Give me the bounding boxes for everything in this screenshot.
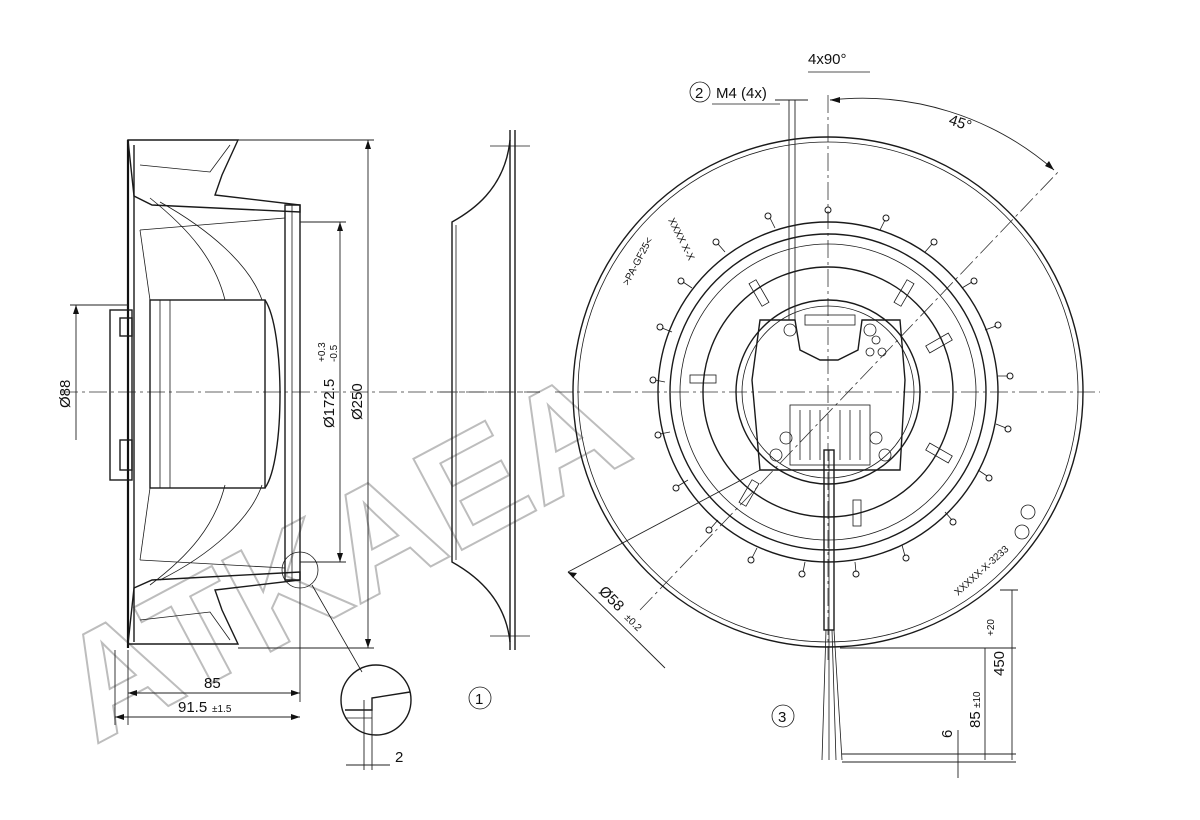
side-motor-body	[149, 299, 266, 489]
thread-callout: M4 (4x)	[716, 85, 767, 102]
dim-arc-45	[829, 97, 1055, 171]
side-blade-curve-2	[159, 201, 263, 301]
dim-w85: 85	[204, 675, 221, 692]
front-motor-circle	[735, 299, 921, 485]
dim-cable-85-tol: ±10	[972, 691, 983, 708]
dim-d250: Ø250	[349, 383, 366, 420]
dim-cable-450-tol: +20	[986, 619, 997, 636]
callout-2: 2	[695, 85, 703, 102]
dim-d172-tol-lower: -0.5	[329, 344, 340, 362]
dim-detail-2: 2	[395, 749, 403, 766]
front-blade-pins	[654, 212, 1008, 573]
detail-view	[340, 664, 412, 736]
side-blade-curve-3	[149, 484, 226, 586]
detail-marker	[281, 551, 319, 589]
front-view: XXXX X-X >PA-GF25< XXXXX-X-3233 2 M4 (4x…	[555, 51, 1100, 778]
callout-3: 3	[778, 709, 786, 726]
side-impeller-bottom-line	[139, 611, 231, 641]
dim-w91: 91.5	[178, 699, 207, 716]
front-inlet-circle	[702, 266, 954, 518]
dim-cable-6: 6	[939, 730, 956, 738]
side-blade-curve-1	[149, 197, 226, 301]
front-terminal-block	[751, 314, 906, 471]
dim-d172: Ø172.5	[321, 379, 338, 428]
dim-angle-4x90: 4x90°	[808, 51, 847, 68]
callout-1-circle	[468, 686, 492, 710]
side-blade-curve-4	[159, 484, 263, 581]
side-impeller-top-line	[139, 144, 231, 173]
side-motor-dome	[264, 299, 281, 489]
cert-mark-2	[1014, 524, 1030, 540]
side-view: Ø88 Ø172.5 +0.3 -0.5 Ø250 85 91.5 ±1.5	[57, 139, 540, 770]
dim-d88: Ø88	[57, 380, 74, 408]
cert-mark-1	[1020, 504, 1036, 520]
front-outer-disc	[572, 136, 1084, 648]
callout-1: 1	[475, 691, 483, 708]
dim-cable-85: 85	[967, 711, 984, 728]
front-blade-ring-inner	[669, 233, 987, 551]
dim-angle-45: 45°	[947, 112, 974, 135]
dim-d58-tol: ±0.2	[622, 612, 644, 634]
dim-w91-tol: ±1.5	[212, 704, 232, 715]
side-motor-hub	[109, 309, 133, 481]
front-blade-pin-heads	[649, 206, 1014, 578]
dim-cable-450: 450	[991, 651, 1008, 676]
dim-d58: Ø58	[595, 583, 627, 615]
front-cable	[821, 449, 843, 761]
dim-d172-tol-upper: +0.3	[317, 342, 328, 362]
part-code-top: XXXX X-X	[665, 216, 696, 262]
callout-2-circle	[689, 81, 711, 103]
inlet-ring-view: 1	[440, 130, 540, 710]
callout-3-circle	[771, 704, 795, 728]
front-balance-clips	[689, 279, 953, 527]
material-mark: >PA-GF25<	[621, 236, 655, 288]
